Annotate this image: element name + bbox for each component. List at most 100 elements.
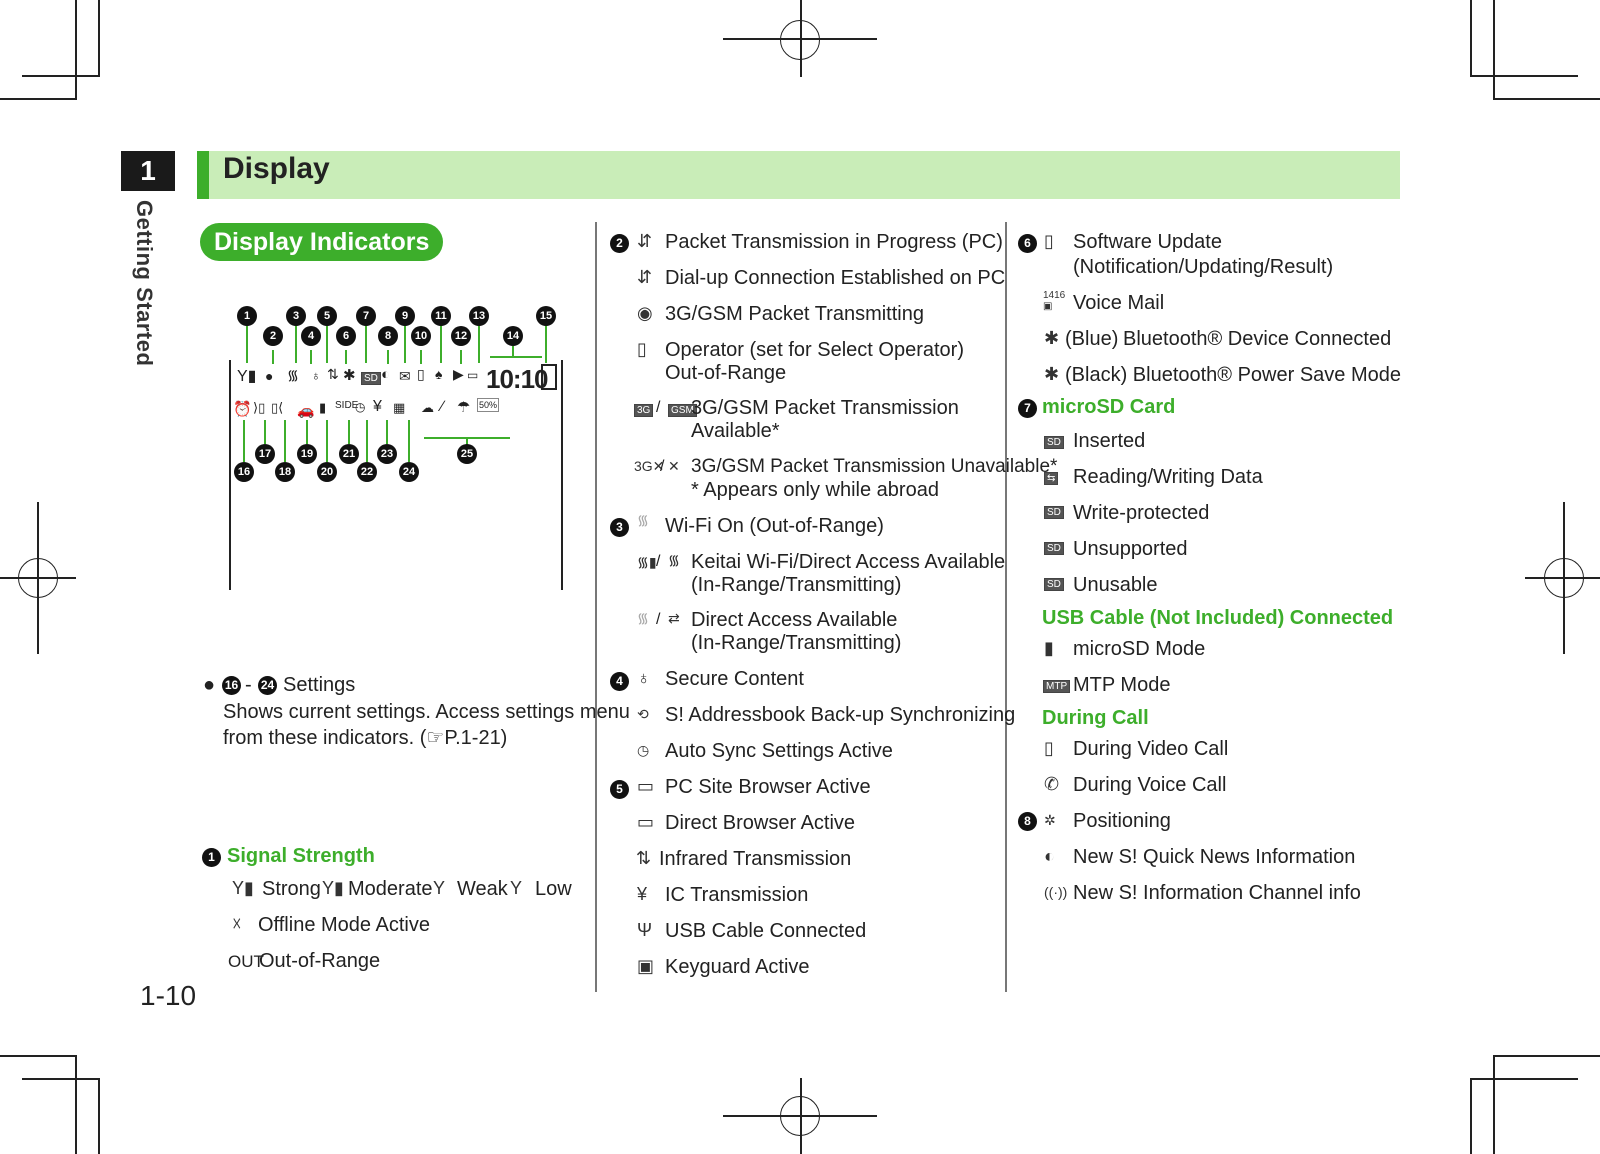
- col2-item: 3G/GSM Packet Transmitting: [665, 303, 924, 325]
- bluetooth-icon: ✱: [343, 367, 356, 384]
- slash: /: [660, 458, 665, 475]
- umbrella-icon: ☂: [457, 399, 471, 416]
- col2-item: Keyguard Active: [665, 956, 810, 978]
- memo-icon: ▮: [319, 400, 327, 415]
- callout-24: 24: [399, 462, 419, 482]
- col3-item: Voice Mail: [1073, 292, 1165, 314]
- out-label: Out-of-Range: [259, 950, 381, 972]
- item-4-num: 4: [610, 672, 629, 691]
- signal-num: 1: [202, 848, 221, 867]
- signal-moderate-label: Moderate: [348, 878, 433, 900]
- col2-item: Direct Browser Active: [665, 812, 856, 834]
- callout-9: 9: [395, 306, 415, 326]
- crop-mark: [1470, 75, 1578, 77]
- vibrate-icon: ▯⟨: [271, 400, 284, 415]
- alarm-icon: ♠: [435, 366, 443, 382]
- envelope-icon: ▭: [467, 368, 479, 382]
- wifi-out-icon: ᯾: [637, 512, 649, 528]
- crop-mark: [800, 0, 802, 77]
- col3-item: Unsupported: [1073, 538, 1188, 560]
- settings-desc-line1: Shows current settings. Access settings …: [223, 701, 630, 723]
- col2-item: * Appears only while abroad: [691, 479, 939, 501]
- settings-bullet: ●: [203, 674, 216, 696]
- col2-item: USB Cable Connected: [665, 920, 867, 942]
- usb-icon: Ψ: [637, 920, 653, 940]
- video-call-icon: ▯: [1044, 738, 1054, 758]
- callout-20: 20: [317, 462, 337, 482]
- column-divider: [595, 222, 597, 992]
- packet-pc-icon: ⇵: [637, 231, 653, 251]
- offline-icon: ☓: [232, 914, 242, 934]
- callout-line: [466, 437, 468, 445]
- slash: /: [656, 611, 661, 628]
- col3-item: Bluetooth® Device Connected: [1123, 328, 1392, 350]
- crop-mark: [1493, 98, 1600, 100]
- callout-22: 22: [357, 462, 377, 482]
- callout-5: 5: [317, 306, 337, 326]
- col3-item: Reading/Writing Data: [1073, 466, 1263, 488]
- gsm-badge-icon: GSM: [668, 400, 697, 418]
- phone-screen-diagram: 10:10 Y▮ ● ᯾ ♁ ⇅ ✱ SD ◐ ✉ ▯ ♠ ▶ ▭ ⏰ ⟩▯ ▯…: [229, 360, 563, 590]
- col2-item: 3G/GSM Packet Transmission: [691, 397, 959, 419]
- keitai-wifi-transmit-icon: ᯾: [668, 552, 680, 568]
- item-5-num: 5: [610, 780, 629, 799]
- callout-8: 8: [378, 326, 398, 346]
- car-icon: 🚗: [297, 402, 315, 418]
- callout-line: [326, 420, 328, 462]
- callout-line: [408, 420, 410, 462]
- col2-item: Auto Sync Settings Active: [665, 740, 893, 762]
- side-key-icon: SIDE: [335, 400, 359, 411]
- sd-card-icon: SD: [361, 368, 381, 386]
- voice-call-icon: ✆: [1044, 774, 1060, 794]
- callout-line: [272, 350, 274, 364]
- operator-icon: ▯: [637, 339, 647, 359]
- col3-item: (Notification/Updating/Result): [1073, 256, 1334, 278]
- microsd-heading: microSD Card: [1042, 396, 1176, 418]
- crop-mark: [1493, 1055, 1600, 1057]
- callout-23: 23: [377, 444, 397, 464]
- col2-item: Direct Access Available: [691, 609, 898, 631]
- humidity-icon: 50%: [477, 398, 500, 412]
- subsection-title: Display Indicators: [200, 223, 444, 261]
- keitai-wifi-icon: ᯾▮: [637, 554, 657, 570]
- callout-line: [366, 420, 368, 462]
- news-icon: ◐: [381, 366, 391, 383]
- sd-inserted-icon: SD: [1044, 432, 1064, 450]
- slash: /: [656, 553, 661, 570]
- callout-line: [478, 325, 480, 363]
- callout-line: [460, 350, 462, 364]
- col2-item: 3G/GSM Packet Transmission Unavailable*: [691, 456, 1058, 477]
- crop-mark: [1493, 1055, 1495, 1154]
- col3-item: New S! Quick News Information: [1073, 846, 1356, 868]
- infrared-transmission-icon: ⇅: [636, 848, 652, 868]
- col2-item: S! Addressbook Back-up Synchronizing: [665, 704, 1016, 726]
- item-6-num: 6: [1018, 234, 1037, 253]
- col2-item: Dial-up Connection Established on PC: [665, 267, 1006, 289]
- callout-4: 4: [301, 326, 321, 346]
- offline-label: Offline Mode Active: [258, 914, 430, 936]
- direct-access-transmit-icon: ⇄: [668, 610, 680, 626]
- page-number: 1-10: [140, 980, 197, 1011]
- col2-item: IC Transmission: [665, 884, 809, 906]
- crop-mark: [75, 1055, 77, 1154]
- callout-15: 15: [536, 306, 556, 326]
- usb-heading: USB Cable (Not Included) Connected: [1042, 607, 1394, 629]
- signal-strong-label: Strong: [262, 878, 321, 900]
- col2-item: Packet Transmission in Progress (PC): [665, 231, 1003, 253]
- battery-icon: [541, 364, 557, 390]
- col3-item: (Black) Bluetooth® Power Save Mode: [1065, 364, 1402, 386]
- yen-icon: ¥: [373, 398, 382, 415]
- callout-7: 7: [356, 306, 376, 326]
- callout-bracket: [490, 356, 542, 358]
- col2-item: Keitai Wi-Fi/Direct Access Available: [691, 551, 1006, 573]
- crop-mark: [1493, 0, 1495, 99]
- sd-reading-icon: ⇆: [1044, 468, 1059, 486]
- 3g-unavailable-icon: 3G✕: [634, 458, 665, 474]
- signal-heading: Signal Strength: [227, 845, 375, 867]
- signal-strong-icon: Y▮: [232, 878, 254, 898]
- software-update-icon: ▯: [1044, 231, 1054, 251]
- col3-item: microSD Mode: [1073, 638, 1206, 660]
- info-channel-icon: ((·)): [1044, 884, 1068, 900]
- callout-10: 10: [411, 326, 431, 346]
- callout-line: [545, 325, 547, 363]
